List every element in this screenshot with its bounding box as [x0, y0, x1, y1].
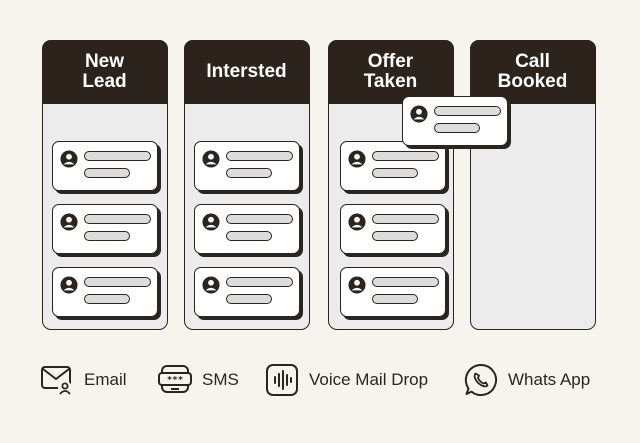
column-interested: Intersted [183, 39, 310, 330]
channel-whatsapp[interactable]: Whats App [464, 360, 590, 400]
channel-list: Email *** SMS Voice Mail Drop Whats App [0, 360, 640, 400]
lead-card[interactable] [194, 141, 300, 191]
whatsapp-icon [464, 363, 497, 396]
card-subtitle-placeholder [226, 294, 272, 304]
card-subtitle-placeholder [372, 294, 418, 304]
avatar-icon [202, 150, 220, 168]
lead-card[interactable] [52, 141, 158, 191]
card-subtitle-placeholder [434, 123, 480, 133]
card-subtitle-placeholder [84, 294, 130, 304]
column-offer-taken: Offer Taken [327, 39, 454, 330]
card-title-placeholder [226, 214, 293, 224]
avatar-icon [202, 276, 220, 294]
avatar-icon [60, 213, 78, 231]
card-title-placeholder [84, 151, 151, 161]
column-call-booked: Call Booked [469, 39, 596, 330]
email-user-icon [41, 366, 72, 395]
card-title-placeholder [372, 151, 439, 161]
channel-voice-mail-drop-label: Voice Mail Drop [309, 370, 429, 389]
svg-text:***: *** [167, 376, 183, 386]
dragged-lead-card[interactable] [402, 96, 508, 146]
card-title-placeholder [434, 106, 501, 116]
channel-email-label: Email [84, 370, 127, 389]
card-title-placeholder [226, 277, 293, 287]
avatar-icon [60, 276, 78, 294]
avatar-icon [348, 213, 366, 231]
lead-card[interactable] [194, 267, 300, 317]
card-title-placeholder [84, 277, 151, 287]
card-title-placeholder [372, 277, 439, 287]
card-subtitle-placeholder [372, 231, 418, 241]
column-header-new-lead: New Lead [41, 39, 168, 104]
voice-wave-icon [266, 364, 298, 396]
card-title-placeholder [372, 214, 439, 224]
column-new-lead: New Lead [41, 39, 168, 330]
lead-card[interactable] [340, 267, 446, 317]
lead-card[interactable] [194, 204, 300, 254]
avatar-icon [348, 150, 366, 168]
column-header-offer-taken: Offer Taken [327, 39, 454, 104]
lead-card[interactable] [340, 141, 446, 191]
avatar-icon [202, 213, 220, 231]
lead-card[interactable] [340, 204, 446, 254]
channel-sms-label: SMS [202, 370, 239, 389]
column-header-call-booked: Call Booked [469, 39, 596, 104]
card-title-placeholder [84, 214, 151, 224]
sms-chat-icon: *** [158, 365, 192, 393]
card-title-placeholder [226, 151, 293, 161]
channel-voice-mail-drop[interactable]: Voice Mail Drop [265, 360, 428, 400]
avatar-icon [60, 150, 78, 168]
card-subtitle-placeholder [372, 168, 418, 178]
avatar-icon [348, 276, 366, 294]
column-header-interested: Intersted [183, 39, 310, 104]
channel-whatsapp-label: Whats App [508, 370, 591, 389]
card-subtitle-placeholder [226, 231, 272, 241]
lead-card[interactable] [52, 267, 158, 317]
channel-sms[interactable]: *** SMS [158, 360, 239, 400]
avatar-icon [410, 105, 428, 123]
lead-card[interactable] [52, 204, 158, 254]
card-subtitle-placeholder [84, 231, 130, 241]
channel-email[interactable]: Email [40, 360, 127, 400]
card-subtitle-placeholder [226, 168, 272, 178]
card-subtitle-placeholder [84, 168, 130, 178]
